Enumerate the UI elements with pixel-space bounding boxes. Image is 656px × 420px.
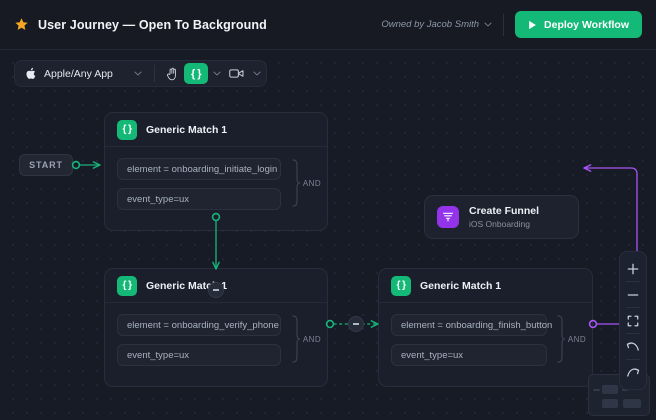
video-tool-group — [224, 63, 264, 84]
brace-icon — [292, 315, 300, 363]
operator-group: AND — [292, 159, 321, 207]
operator-label: AND — [302, 334, 321, 344]
node-card-generic-match-3[interactable]: { } Generic Match 1 element = onboarding… — [378, 268, 593, 387]
redo-arrow-icon — [627, 367, 640, 377]
apple-icon — [26, 67, 36, 79]
condition-pill[interactable]: event_type=ux — [117, 344, 281, 366]
node-card-generic-match-1[interactable]: { } Generic Match 1 element = onboarding… — [104, 112, 328, 231]
owner-label: Owned by Jacob Smith — [381, 19, 480, 30]
header-divider — [503, 13, 505, 36]
condition-text: event_type=ux — [401, 349, 464, 361]
funnel-text-group: Create Funnel iOS Onboarding — [469, 205, 539, 229]
condition-text: element = onboarding_initiate_login — [127, 163, 278, 175]
zoom-toolbar-divider — [626, 333, 640, 334]
plus-icon — [627, 263, 639, 274]
minimap-node — [602, 399, 618, 408]
brace-icon — [292, 159, 300, 207]
deploy-workflow-label: Deploy Workflow — [544, 18, 629, 31]
operator-label: AND — [302, 178, 321, 188]
minimap-edge — [593, 389, 600, 391]
header-right-group: Owned by Jacob Smith Deploy Workflow — [381, 11, 642, 38]
play-icon — [529, 20, 536, 29]
canvas-zoom-toolbar — [619, 251, 647, 390]
minimap-node — [623, 399, 641, 408]
video-tool-dropdown[interactable] — [250, 71, 264, 76]
app-selector-label: Apple/Any App — [44, 67, 113, 80]
funnel-title: Create Funnel — [469, 205, 540, 217]
node-icon-label: { } — [396, 279, 406, 291]
condition-pill[interactable]: event_type=ux — [391, 344, 547, 366]
condition-text: element = onboarding_verify_phone — [127, 319, 279, 331]
chevron-down-icon — [213, 71, 221, 76]
undo-arrow-icon — [626, 341, 639, 351]
edge-start-to-node1 — [71, 160, 100, 170]
chevron-down-icon — [253, 71, 261, 76]
hand-tool-button[interactable] — [160, 63, 184, 84]
minus-icon — [353, 323, 359, 325]
condition-pill[interactable]: element = onboarding_verify_phone — [117, 314, 281, 336]
operator-group: AND — [557, 315, 586, 363]
code-braces-icon: { } — [190, 67, 202, 80]
code-tool-button[interactable]: { } — [184, 63, 208, 84]
condition-text: element = onboarding_finish_button — [401, 319, 553, 331]
start-node[interactable]: START — [19, 154, 73, 176]
minimap-node — [602, 385, 618, 394]
code-braces-icon: { } — [391, 275, 411, 296]
deploy-workflow-button[interactable]: Deploy Workflow — [515, 11, 642, 38]
node-card-create-funnel[interactable]: Create Funnel iOS Onboarding — [424, 195, 579, 239]
video-tool-button[interactable] — [224, 63, 248, 84]
star-icon[interactable] — [14, 17, 29, 32]
undo-button[interactable] — [620, 334, 646, 359]
node-header: { } Generic Match 1 — [105, 113, 327, 147]
condition-text: event_type=ux — [127, 349, 190, 361]
fit-screen-icon — [627, 315, 639, 326]
code-tool-group: { } — [184, 63, 224, 84]
app-selector-dropdown[interactable]: Apple/Any App — [17, 62, 149, 85]
redo-button[interactable] — [620, 360, 646, 385]
page-title: User Journey — Open To Background — [38, 17, 267, 32]
brace-icon — [557, 315, 565, 363]
owner-selector[interactable]: Owned by Jacob Smith — [381, 19, 492, 30]
canvas-toolbar: Apple/Any App { } — [14, 60, 267, 87]
code-braces-icon: { } — [117, 275, 137, 296]
condition-pill[interactable]: element = onboarding_initiate_login — [117, 158, 281, 180]
app-header: User Journey — Open To Background Owned … — [0, 0, 656, 50]
edge-collapse-button-node2-node3[interactable] — [348, 316, 364, 332]
start-node-label: START — [29, 160, 63, 170]
node-header: { } Generic Match 1 — [379, 269, 592, 303]
zoom-out-button[interactable] — [620, 282, 646, 307]
header-left-group: User Journey — Open To Background — [14, 17, 267, 32]
code-braces-icon: { } — [117, 119, 137, 140]
funnel-glyph — [442, 212, 454, 222]
zoom-toolbar-divider — [626, 359, 640, 360]
workflow-canvas[interactable]: Apple/Any App { } — [0, 50, 656, 420]
toolbar-divider — [154, 65, 155, 82]
node-body: element = onboarding_finish_button event… — [379, 303, 592, 386]
node-icon-label: { } — [122, 123, 132, 135]
node-header: { } Generic Match 1 — [105, 269, 327, 303]
minus-icon — [627, 293, 639, 296]
edge-collapse-button-node1-node2[interactable] — [208, 282, 224, 298]
funnel-subtitle: iOS Onboarding — [469, 219, 530, 229]
minus-icon — [213, 289, 219, 291]
node-icon-label: { } — [122, 279, 132, 291]
chevron-down-icon — [134, 71, 142, 76]
video-camera-icon — [228, 69, 243, 78]
node-body: element = onboarding_initiate_login even… — [105, 147, 327, 230]
fit-screen-button[interactable] — [620, 308, 646, 333]
zoom-in-button[interactable] — [620, 256, 646, 281]
condition-text: event_type=ux — [127, 193, 190, 205]
condition-pill[interactable]: event_type=ux — [117, 188, 281, 210]
node-title: Generic Match 1 — [146, 123, 228, 136]
chevron-down-icon — [484, 22, 492, 27]
node-body: element = onboarding_verify_phone event_… — [105, 303, 327, 386]
code-tool-dropdown[interactable] — [210, 71, 224, 76]
condition-pill[interactable]: element = onboarding_finish_button — [391, 314, 552, 336]
node-title: Generic Match 1 — [146, 279, 228, 292]
operator-label: AND — [567, 334, 586, 344]
node-title: Generic Match 1 — [420, 279, 502, 292]
funnel-icon — [437, 206, 459, 228]
hand-icon — [166, 67, 176, 80]
operator-group: AND — [292, 315, 321, 363]
